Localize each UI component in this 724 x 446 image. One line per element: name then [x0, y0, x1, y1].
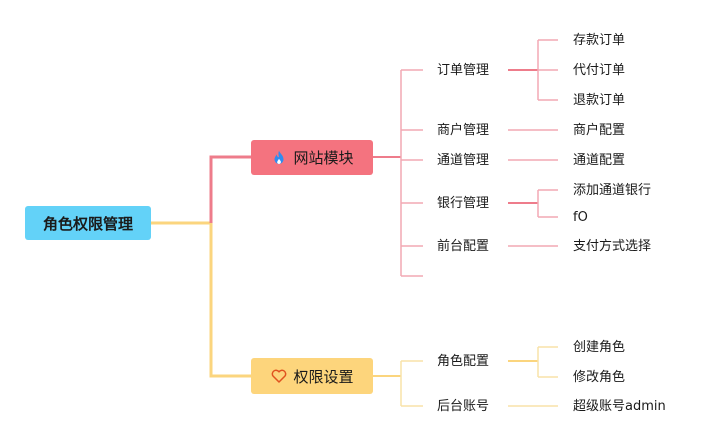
node-bank-management[interactable]: 银行管理	[437, 196, 490, 211]
web-module-label: 网站模块	[293, 149, 354, 167]
root-node[interactable]: 角色权限管理	[25, 206, 151, 240]
leaf-merchant-config[interactable]: 商户配置	[573, 123, 626, 138]
flame-icon	[270, 149, 288, 167]
node-admin-accounts[interactable]: 后台账号	[437, 399, 490, 414]
leaf-payout-orders[interactable]: 代付订单	[573, 63, 626, 78]
root-label: 角色权限管理	[42, 214, 133, 233]
node-channel-management[interactable]: 通道管理	[437, 153, 490, 168]
perm-module-label: 权限设置	[293, 367, 354, 386]
web-module-node[interactable]: 网站模块	[251, 140, 373, 175]
leaf-fo[interactable]: fO	[573, 210, 588, 225]
leaf-channel-config[interactable]: 通道配置	[573, 153, 626, 168]
node-order-management[interactable]: 订单管理	[437, 63, 490, 78]
node-role-config[interactable]: 角色配置	[437, 354, 490, 369]
node-merchant-management[interactable]: 商户管理	[437, 123, 490, 138]
leaf-edit-role[interactable]: 修改角色	[573, 370, 626, 385]
heart-icon	[270, 367, 288, 385]
leaf-add-channel-bank[interactable]: 添加通道银行	[573, 183, 652, 198]
leaf-super-account[interactable]: 超级账号admin	[573, 399, 666, 414]
leaf-payment-method[interactable]: 支付方式选择	[573, 239, 652, 254]
perm-module-node[interactable]: 权限设置	[251, 358, 373, 394]
leaf-deposit-orders[interactable]: 存款订单	[573, 33, 626, 48]
leaf-refund-orders[interactable]: 退款订单	[573, 93, 626, 108]
leaf-create-role[interactable]: 创建角色	[573, 340, 626, 355]
node-frontend-config[interactable]: 前台配置	[437, 239, 490, 254]
